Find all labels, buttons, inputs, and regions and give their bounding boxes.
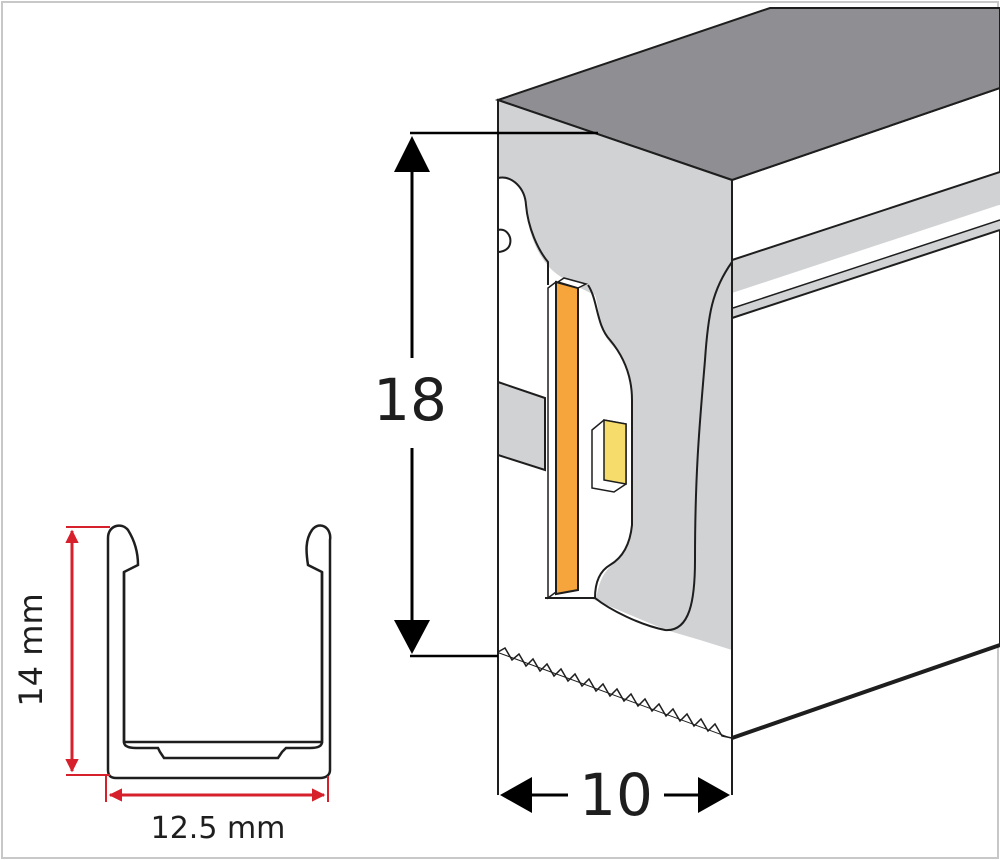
width-label: 10 [579,761,653,829]
pcb-board [497,380,546,472]
side-rib-highlight [726,205,1000,307]
led-strip [555,280,579,596]
width-arrow-left [500,777,532,813]
channel-outline [106,524,332,780]
side-groove-line-top [725,171,1000,263]
height-label: 18 [373,366,447,434]
front-serrated-edge [497,646,733,739]
channel-height-label: 14 mm [12,593,50,706]
channel-inner-outline [122,572,324,760]
led-chip [603,419,627,485]
height-arrow-top [394,136,430,172]
led-profile-3d [494,7,1000,795]
dimension-channel-height: 14 mm [12,526,110,776]
height-arrow-bottom [394,620,430,654]
width-arrow-right [698,777,730,813]
mounting-channel-2d [106,524,332,780]
dimension-width-10: 10 [500,761,730,829]
dimension-height-18: 18 [373,131,598,658]
led-strip-edge [547,280,557,600]
dimension-channel-width: 12.5 mm [105,776,329,846]
channel-width-label: 12.5 mm [151,811,286,846]
side-groove-line-bottom [725,229,1000,321]
front-notch [497,228,512,253]
side-bottom-edge [731,643,1000,740]
led-strip-top [556,277,589,289]
side-rib-shadow [732,219,1000,309]
front-lower-body [498,455,732,738]
cavity-outline [497,176,633,599]
lens-outline [594,261,733,632]
